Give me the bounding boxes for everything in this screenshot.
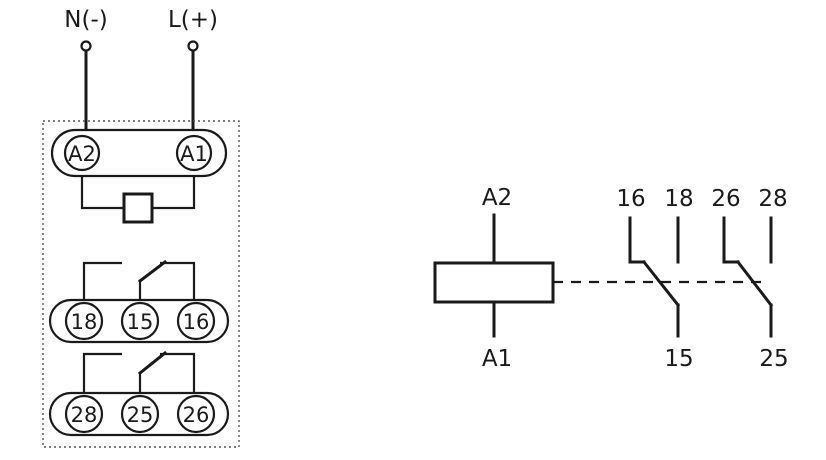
terminal-25-label: 25: [127, 403, 154, 427]
terminal-a1-circle: [175, 134, 213, 172]
contact1-switch-icon: [137, 259, 168, 284]
terminal-18-circle: [64, 301, 104, 341]
contact2-blade-icon: [735, 259, 774, 308]
contact1-nc-terminal: [628, 216, 646, 264]
contact2-nc-lead: [82, 352, 122, 393]
module-coil-icon: [122, 192, 154, 224]
coil-top-label: A2: [482, 185, 512, 211]
contact1-no-lead: [160, 261, 196, 300]
supply-pos-terminal: [187, 40, 199, 52]
terminal-25-circle: [120, 394, 160, 434]
coil-icon: [433, 261, 555, 304]
contact-row-1-block: [48, 298, 230, 344]
terminal-16-label: 16: [183, 310, 210, 334]
contact-row-2-block: [48, 391, 230, 437]
terminal-16-circle: [176, 301, 216, 341]
contact-label-25: 25: [759, 346, 788, 372]
relay-schematic: A2 A1 16 18 26 28 15 25: [433, 185, 789, 372]
coil-bottom-label: A1: [482, 346, 512, 372]
terminal-28-label: 28: [71, 403, 98, 427]
supply-pos-label: L(+): [168, 7, 218, 33]
contact2-nc-terminal: [722, 216, 740, 264]
contact-label-18: 18: [664, 186, 693, 212]
contact-label-15: 15: [664, 346, 693, 372]
contact-label-16: 16: [616, 186, 645, 212]
supply-neg-terminal: [80, 40, 92, 52]
contact1-nc-lead: [82, 261, 122, 300]
terminal-18-label: 18: [71, 310, 98, 334]
contact-label-28: 28: [758, 186, 787, 212]
contact1-blade-icon: [641, 259, 681, 308]
terminal-a2-circle: [63, 134, 101, 172]
relay-module: N(-) L(+) A2 A1 18 15 16: [42, 7, 240, 448]
supply-neg-label: N(-): [64, 7, 107, 33]
contact-label-26: 26: [711, 186, 740, 212]
coil-lead-left: [80, 176, 124, 210]
terminal-15-label: 15: [127, 310, 154, 334]
contact2-no-lead: [160, 352, 196, 393]
coil-lead-right: [152, 176, 196, 210]
module-outline: [42, 120, 240, 448]
terminal-15-circle: [120, 301, 160, 341]
terminal-a2-label: A2: [68, 142, 96, 166]
terminal-28-circle: [64, 394, 104, 434]
terminal-26-circle: [176, 394, 216, 434]
terminal-26-label: 26: [183, 403, 210, 427]
terminal-a1-label: A1: [180, 142, 208, 166]
coil-terminal-block: [50, 128, 228, 178]
contact2-switch-icon: [137, 350, 168, 376]
